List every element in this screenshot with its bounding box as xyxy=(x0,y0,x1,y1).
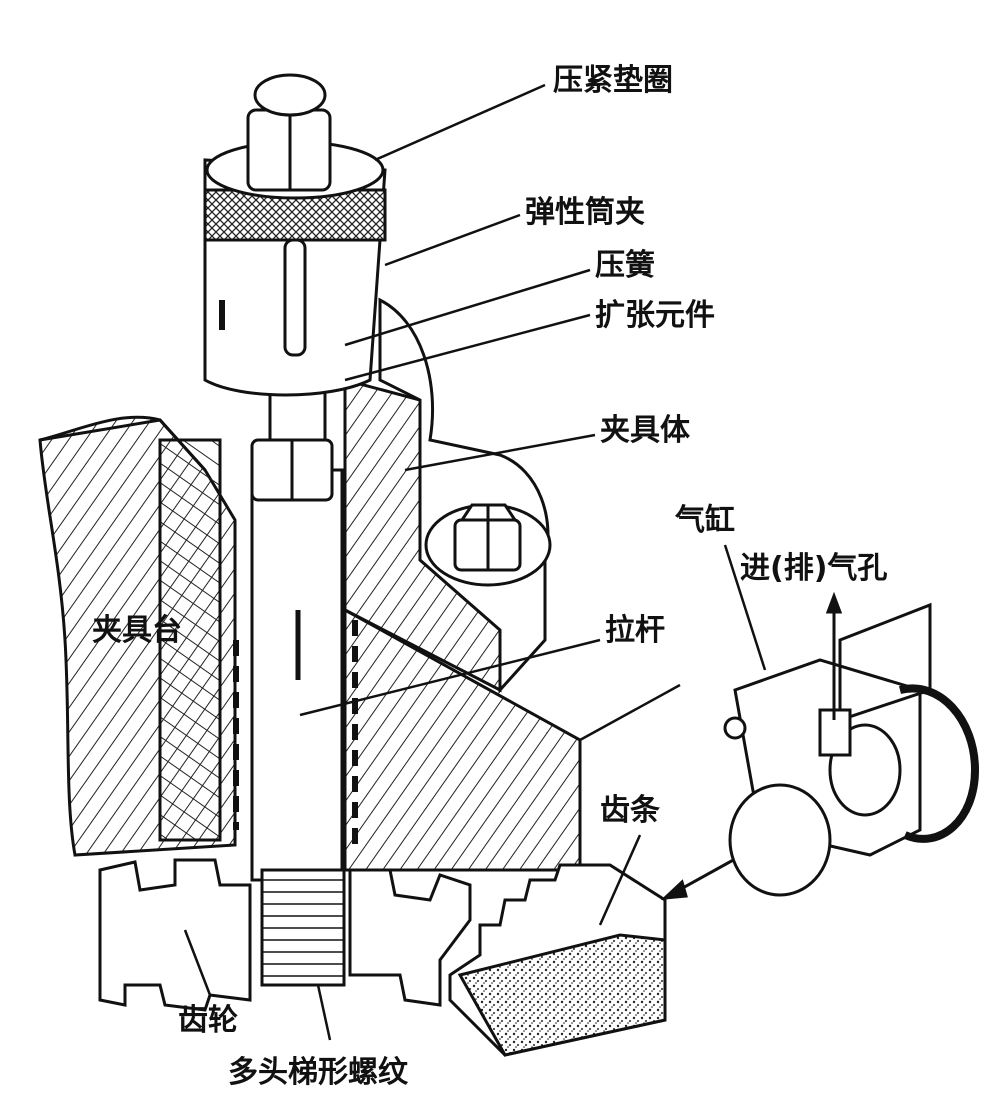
label-air-port: 进(排)气孔 xyxy=(740,551,887,586)
label-cylinder: 气缸 xyxy=(675,503,735,538)
label-trapezoid-thread: 多头梯形螺纹 xyxy=(228,1055,409,1090)
leader-fixture-body xyxy=(404,433,596,472)
leader-thread xyxy=(316,984,332,1041)
leader-gear xyxy=(183,929,212,996)
leader-elastic-collet xyxy=(384,213,521,267)
central-shaft xyxy=(158,73,387,987)
gear xyxy=(98,858,472,1012)
label-pressure-washer: 压紧垫圈 xyxy=(553,63,673,98)
label-fixture-body: 夹具体 xyxy=(600,413,691,448)
label-spring: 压簧 xyxy=(595,248,655,283)
label-rack: 齿条 xyxy=(600,793,660,828)
leader-pressure-washer xyxy=(374,83,546,162)
rack xyxy=(448,863,667,1057)
label-gear: 齿轮 xyxy=(178,1003,238,1038)
leader-lines xyxy=(183,83,767,1041)
callout-labels: 压紧垫圈 弹性筒夹 压簧 扩张元件 夹具体 气缸 进(排)气孔 夹具台 拉杆 齿… xyxy=(92,63,887,1090)
air-cylinder xyxy=(723,591,980,897)
label-pull-rod: 拉杆 xyxy=(605,613,665,648)
hex-bolt xyxy=(453,503,522,572)
leader-rack xyxy=(598,834,642,926)
label-fixture-table: 夹具台 xyxy=(92,613,182,648)
leader-spring xyxy=(344,268,591,347)
leader-cylinder xyxy=(723,544,767,671)
leader-expansion xyxy=(344,313,591,382)
label-elastic-collet: 弹性筒夹 xyxy=(525,195,645,230)
leader-body-edge xyxy=(579,683,681,742)
leader-pull-rod xyxy=(299,638,601,717)
label-expansion-element: 扩张元件 xyxy=(595,298,715,333)
